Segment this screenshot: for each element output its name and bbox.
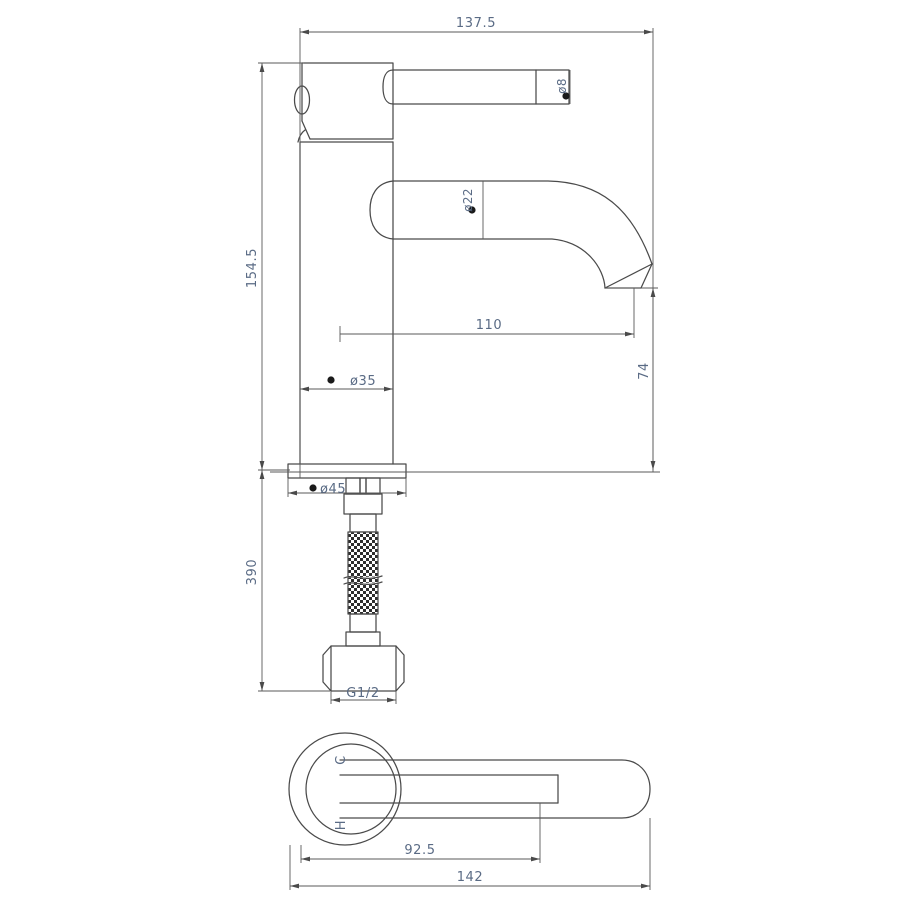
diameter-symbol-markers bbox=[309, 92, 570, 492]
dim-label-137-5: 137.5 bbox=[456, 16, 496, 31]
dia-dot-45 bbox=[309, 484, 317, 492]
dim-label-g12: G1/2 bbox=[346, 686, 379, 701]
dim-label-22: ø22 bbox=[461, 188, 475, 212]
hot-marking-label: H bbox=[334, 820, 349, 830]
plan-escutcheon-outer-circle bbox=[288, 732, 402, 846]
dim-spout-reach-110 bbox=[339, 288, 635, 342]
plan-dimension-text: 92.5 142 bbox=[404, 843, 484, 885]
dim-label-45: ø45 bbox=[320, 482, 346, 497]
dim-base-dia-45 bbox=[270, 471, 660, 497]
dim-label-74: 74 bbox=[637, 362, 652, 380]
lever-handle-profile bbox=[382, 69, 570, 105]
dim-label-110: 110 bbox=[476, 318, 503, 333]
plan-view-markings: C H bbox=[334, 755, 349, 830]
dim-lever-reach-92-5 bbox=[300, 803, 541, 863]
dia-dot-22 bbox=[468, 206, 476, 214]
plan-view-geometry bbox=[288, 732, 651, 846]
dim-label-142: 142 bbox=[457, 870, 484, 885]
dia-dot-8 bbox=[562, 92, 570, 100]
g12-hex-nut bbox=[322, 645, 405, 692]
dim-overall-length-142 bbox=[289, 818, 651, 890]
dia-dot-35 bbox=[327, 376, 335, 384]
handle-hub-profile bbox=[293, 62, 394, 143]
braided-hose bbox=[343, 531, 383, 615]
dim-label-154-5: 154.5 bbox=[245, 248, 260, 288]
dim-label-8: ø8 bbox=[555, 78, 569, 94]
dim-spout-height-74 bbox=[605, 287, 658, 470]
cold-marking-label: C bbox=[334, 755, 349, 765]
dim-tail-390 bbox=[258, 470, 330, 692]
plan-dimension-lines bbox=[289, 803, 651, 890]
dim-thread-g12 bbox=[330, 691, 397, 704]
dim-label-35: ø35 bbox=[350, 374, 376, 389]
elevation-view-geometry bbox=[287, 62, 653, 692]
plan-lever-outline bbox=[339, 759, 651, 819]
dim-label-92-5: 92.5 bbox=[404, 843, 435, 858]
elevation-dimension-text: 137.5 ø8 ø22 154.5 110 ø35 74 ø45 390 G1… bbox=[245, 16, 652, 701]
plan-body-circle bbox=[305, 743, 397, 835]
dim-label-390: 390 bbox=[245, 559, 260, 586]
elevation-dimension-lines bbox=[258, 28, 660, 704]
